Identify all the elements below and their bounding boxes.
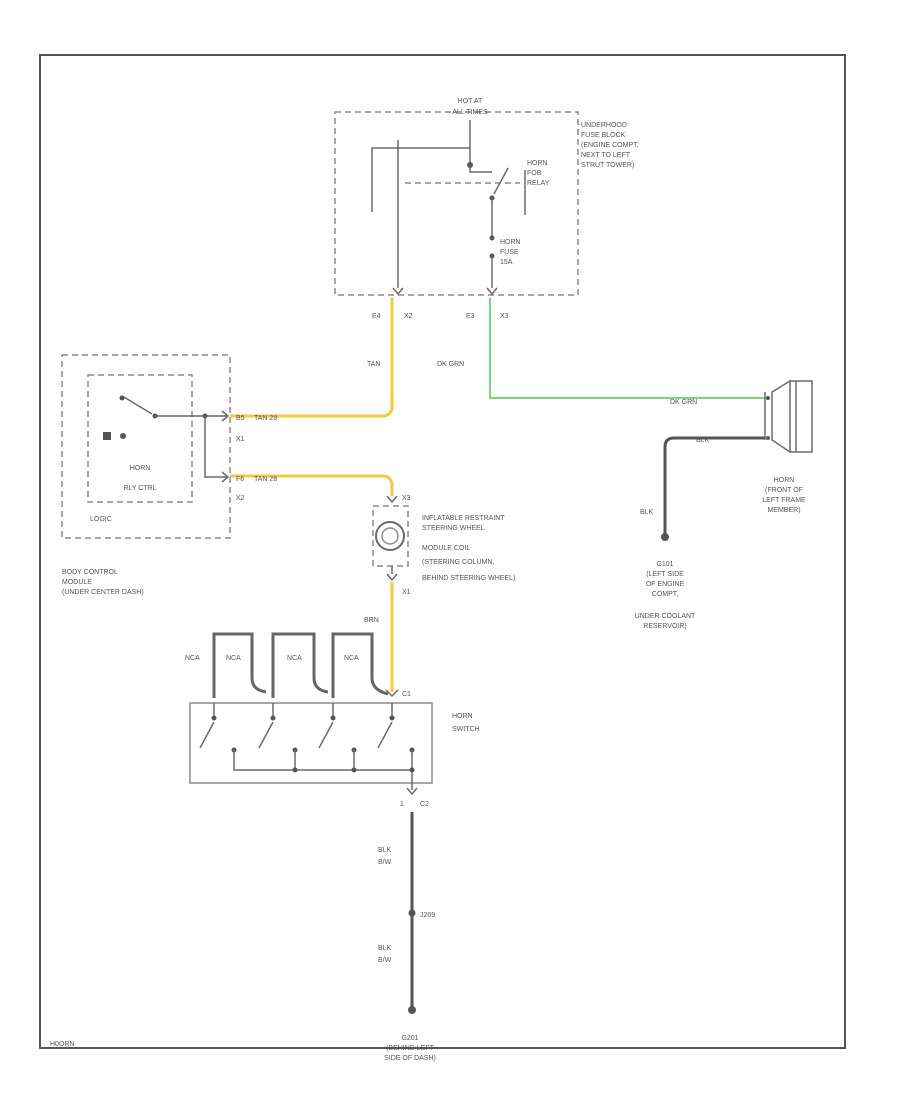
fuse-block-name-5: STRUT TOWER) (581, 162, 634, 169)
g101-name-1: G101 (656, 561, 673, 568)
brn-wire-label: BRN (364, 617, 379, 624)
horn-relay-label-3: RELAY (527, 180, 550, 187)
fuse-block-name-3: (ENGINE COMPT, (581, 142, 639, 149)
horn-relay-label-1: HORN (527, 160, 548, 167)
horn-switch-name-2: SWITCH (452, 726, 480, 733)
ground-g201: BLK B/W J209 BLK B/W G201 (BEHIND LEFT S… (378, 812, 436, 1062)
coil-name-2: STEERING WHEEL (422, 525, 485, 532)
wire-blk-horn-to-g101 (663, 436, 765, 537)
bcm-name-1: BODY CONTROL (62, 569, 118, 576)
coil-pin-x1: X1 (402, 589, 411, 596)
coil-name-1: INFLATABLE RESTRAINT (422, 515, 505, 522)
horn-switch-conn-c2: C2 (420, 801, 429, 808)
bcm-func-2: RLY CTRL (123, 485, 156, 492)
nca-label-1: NCA (185, 655, 200, 662)
horn-name-2: (FRONT OF (765, 487, 803, 494)
tan-wire-x2-label: TAN 28 (254, 476, 277, 483)
g101-name-5: UNDER COOLANT (635, 613, 696, 620)
coil-name-5: BEHIND STEERING WHEEL) (422, 575, 515, 582)
g201-name-3: SIDE OF DASH) (384, 1055, 436, 1062)
steering-wheel-module-coil: X3 X1 INFLATABLE RESTRAINT STEERING WHEE… (372, 495, 515, 596)
diagram-code: H0ORN (50, 1041, 75, 1048)
pin-e3: E3 (466, 313, 475, 320)
bcm-logic-label: LOGIC (90, 516, 112, 523)
bcm-name-2: MODULE (62, 579, 92, 586)
bcm-conn-x1: X1 (236, 436, 245, 443)
g201-name-1: G201 (401, 1035, 418, 1042)
horn-fuse-label-1: HORN (500, 239, 521, 246)
horn-switch-name-1: HORN (452, 713, 473, 720)
dkgrn-wires: DK GRN DK GRN (437, 298, 765, 406)
ground-g101: BLK BLK G101 (LEFT SIDE OF ENGINE COMPT,… (635, 436, 765, 630)
coil-name-4: (STEERING COLUMN, (422, 559, 494, 566)
fuse-block-name-1: UNDERHOOD (581, 122, 627, 129)
wire-dkgrn-fuse-to-horn (489, 298, 765, 399)
blk-switch-label-1: BLK (378, 847, 392, 854)
g101-name-3: OF ENGINE (646, 581, 685, 588)
bcm-name-3: (UNDER CENTER DASH) (62, 589, 144, 596)
wire-tan-bcm-to-coil (230, 474, 394, 496)
conn-x3-fuse: X3 (500, 313, 509, 320)
tan-wire-x1-label: TAN 28 (254, 415, 277, 422)
blk-g201-label-2: B/W (378, 957, 392, 964)
underhood-fuse-block: HOT AT ALL TIMES HORN FOB RELAY HORN FUS… (334, 98, 639, 320)
g201-name-2: (BEHIND LEFT (386, 1045, 435, 1052)
splice-label: J209 (420, 912, 435, 919)
horn-name-1: HORN (774, 477, 795, 484)
hot-at-label-1: HOT AT (458, 98, 483, 105)
horn-name-3: LEFT FRAME (762, 497, 806, 504)
nca-label-2: NCA (226, 655, 241, 662)
blk-switch-label-2: B/W (378, 859, 392, 866)
tan-wires: TAN B5 TAN 28 F6 TAN 28 (230, 298, 394, 496)
coil-icon (375, 521, 405, 551)
horn-relay-label-2: FOB (527, 170, 542, 177)
horn-switch-pin-1: 1 (400, 801, 404, 808)
blk-g101-label: BLK (640, 509, 654, 516)
nca-label-3: NCA (287, 655, 302, 662)
horn-switch: C1 HORN SWITCH 1 C2 (189, 689, 480, 808)
splice-j209 (408, 909, 416, 917)
fuse-block-name-4: NEXT TO LEFT (581, 152, 631, 159)
bcm-pin-b5: B5 (236, 415, 245, 422)
horn-name-4: MEMBER) (767, 507, 800, 514)
blk-horn-label: BLK (696, 437, 710, 444)
pin-e4: E4 (372, 313, 381, 320)
horn-component: HORN (FRONT OF LEFT FRAME MEMBER) (762, 379, 813, 514)
hot-at-label-2: ALL TIMES (452, 109, 488, 116)
blk-g201-label-1: BLK (378, 945, 392, 952)
fuse-block-name-2: FUSE BLOCK (581, 132, 626, 139)
tan-wire-label: TAN (367, 361, 380, 368)
bcm-func-1: HORN (130, 465, 151, 472)
bcm-conn-x2: X2 (236, 495, 245, 502)
body-control-module: HORN RLY CTRL LOGIC X1 X2 BODY CONTROL M… (61, 354, 245, 596)
bcm-pin-f6: F6 (236, 476, 244, 483)
g101-name-4: COMPT, (652, 591, 679, 598)
nca-jumpers: NCA NCA NCA NCA (185, 632, 389, 698)
g101-name-2: (LEFT SIDE (646, 571, 684, 578)
horn-fuse-label-2: FUSE (500, 249, 519, 256)
g101-name-6: RESERVOIR) (643, 623, 686, 630)
coil-name-3: MODULE COIL (422, 545, 470, 552)
coil-pin-x3: X3 (402, 495, 411, 502)
conn-x2-fuse: X2 (404, 313, 413, 320)
dkgrn-vertical-label: DK GRN (437, 361, 464, 368)
dkgrn-horizontal-label: DK GRN (670, 399, 697, 406)
diagram-border (39, 54, 846, 1049)
horn-fuse-label-3: 15A (500, 259, 513, 266)
wire-tan-fuse-to-bcm (230, 298, 394, 418)
horn-switch-pin-c1: C1 (402, 691, 411, 698)
nca-label-4: NCA (344, 655, 359, 662)
